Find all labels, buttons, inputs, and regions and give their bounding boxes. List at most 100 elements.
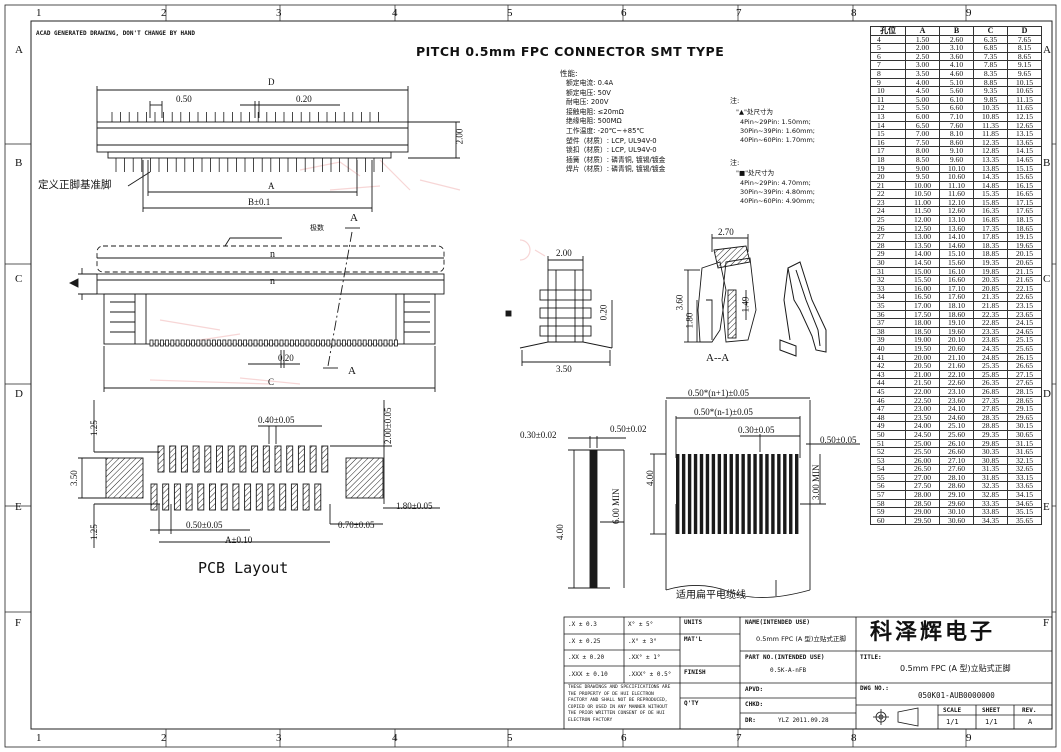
table-cell: 14.50 [905, 258, 940, 268]
table-cell: 44 [870, 378, 906, 388]
table-cell: 23.00 [905, 404, 940, 414]
pcb-pad-upper [262, 445, 270, 473]
zone-col-6: 6 [621, 7, 627, 19]
zone-row-b-right: B [1043, 157, 1051, 169]
fpc-trace [747, 454, 751, 534]
front-contact-tooth [201, 339, 206, 347]
table-cell: 57 [870, 490, 906, 500]
table-cell: 18 [870, 154, 906, 165]
table-cell: 45 [870, 386, 906, 397]
pcb-pad-upper [239, 445, 247, 473]
scale-label: SCALE [943, 707, 962, 714]
pcb-pad-upper [321, 445, 329, 473]
table-cell: 3.10 [939, 43, 974, 53]
table-cell: 13.10 [939, 215, 974, 225]
table-cell: 7 [870, 60, 906, 70]
table-cell: 15.65 [1007, 172, 1042, 182]
note2-line: 40Pin~60Pin: 4.90mm; [740, 197, 815, 205]
dwg-no-value: 050K01-AUB0000000 [918, 691, 995, 700]
disclaimer-line: THE PROPERTY OF DE HUI ELECTRON [568, 691, 654, 697]
table-cell: 12.15 [1007, 111, 1042, 122]
front-contact-tooth [159, 339, 164, 347]
table-cell: 48 [870, 412, 906, 423]
polarity-label: 极数 [310, 224, 324, 232]
notes-heading: 注: [730, 97, 740, 105]
table-cell: 29 [870, 249, 906, 260]
table-cell: 34.35 [973, 515, 1008, 526]
zone-row-f-right: F [1043, 617, 1050, 629]
front-view-left-slots [110, 294, 147, 344]
units-label: UNITS [684, 619, 703, 626]
table-cell: 6.85 [973, 43, 1008, 53]
front-contact-tooth [284, 339, 289, 347]
spec-line: 焊片（材质）: 磷青铜, 镀锡/镀金 [566, 165, 666, 174]
section-aa [684, 234, 757, 343]
table-cell: 20.65 [1007, 258, 1042, 268]
pcb-pad-lower [220, 483, 228, 511]
table-cell: 14.65 [1007, 154, 1042, 165]
front-contact-tooth [367, 339, 372, 347]
front-contact-tooth [305, 339, 310, 347]
table-cell: 40 [870, 343, 906, 354]
zone-col-9: 9 [966, 7, 972, 19]
table-cell: 20 [870, 172, 906, 182]
table-cell: 32.85 [973, 490, 1008, 500]
table-cell: 8.35 [973, 68, 1008, 79]
pcb-pad-lower [185, 483, 193, 511]
intended-use-label: NAME(INTENDED USE) [745, 619, 811, 626]
fpc-trace [717, 454, 722, 534]
dim-pitch-label: 0.50 [176, 94, 192, 104]
table-cell: 33 [870, 283, 906, 294]
table-cell: 30 [870, 258, 906, 268]
tolerance-linear: .XXX ± 0.10 [568, 670, 608, 678]
front-contact-tooth [258, 339, 263, 347]
table-cell: 9.35 [973, 86, 1008, 96]
fpc-trace [681, 454, 686, 534]
dim-section-width-label: 2.70 [718, 227, 734, 237]
dim-fpc-trace-width: 0.30±0.05 [738, 425, 775, 435]
table-cell: 27.85 [973, 404, 1008, 414]
dim-fpc-trace-span: 0.50*(n-1)±0.05 [694, 407, 753, 417]
tolerance-angular: .XXX° ± 0.5° [628, 670, 672, 678]
drawing-title: PITCH 0.5mm FPC CONNECTOR SMT TYPE [416, 44, 725, 59]
dim-fpc-pitch: 0.50±0.05 [820, 435, 857, 445]
front-contact-tooth [383, 339, 388, 347]
pcb-layout [78, 400, 440, 548]
table-cell: 12.00 [905, 215, 940, 225]
disclaimer-line: ELECTRON FACTORY [568, 717, 613, 723]
pcb-pad-lower [244, 483, 252, 511]
sheet-value: 1/1 [985, 718, 998, 726]
table-cell: 10.65 [1007, 86, 1042, 96]
table-cell: 16.85 [973, 215, 1008, 225]
front-contact-tooth [243, 339, 248, 347]
table-cell: 3.50 [905, 68, 940, 79]
top-view-lower-pins [115, 158, 384, 172]
zone-col-8-bottom: 8 [851, 732, 857, 744]
note1-line: 30Pin~39Pin: 1.60mm; [740, 127, 815, 135]
table-cell: 10 [870, 86, 906, 96]
dim-section-contact-label: 1.49 [740, 296, 751, 313]
pcb-pad-lower [162, 483, 170, 511]
dim-c-label: C [268, 377, 275, 387]
dim-pcb-a: A±0.10 [225, 535, 253, 545]
dim-section-height-label: 3.60 [674, 294, 685, 311]
table-cell: 24.10 [939, 404, 974, 414]
dim-fpc-trace-thickness: 0.50±0.02 [610, 424, 647, 434]
table-cell: 30.35 [973, 447, 1008, 457]
pin-table-header-a: A [905, 26, 940, 36]
dim-front-pin-label: 0.20 [278, 353, 294, 363]
front-contact-tooth [378, 339, 383, 347]
table-cell: 22 [870, 189, 906, 199]
matl-label: MAT'L [684, 636, 703, 643]
front-contact-tooth [227, 339, 232, 347]
table-cell: 8.10 [939, 129, 974, 139]
table-cell: 28.00 [905, 490, 940, 500]
table-cell: 31 [870, 266, 906, 277]
pcb-pad-upper [169, 445, 177, 473]
